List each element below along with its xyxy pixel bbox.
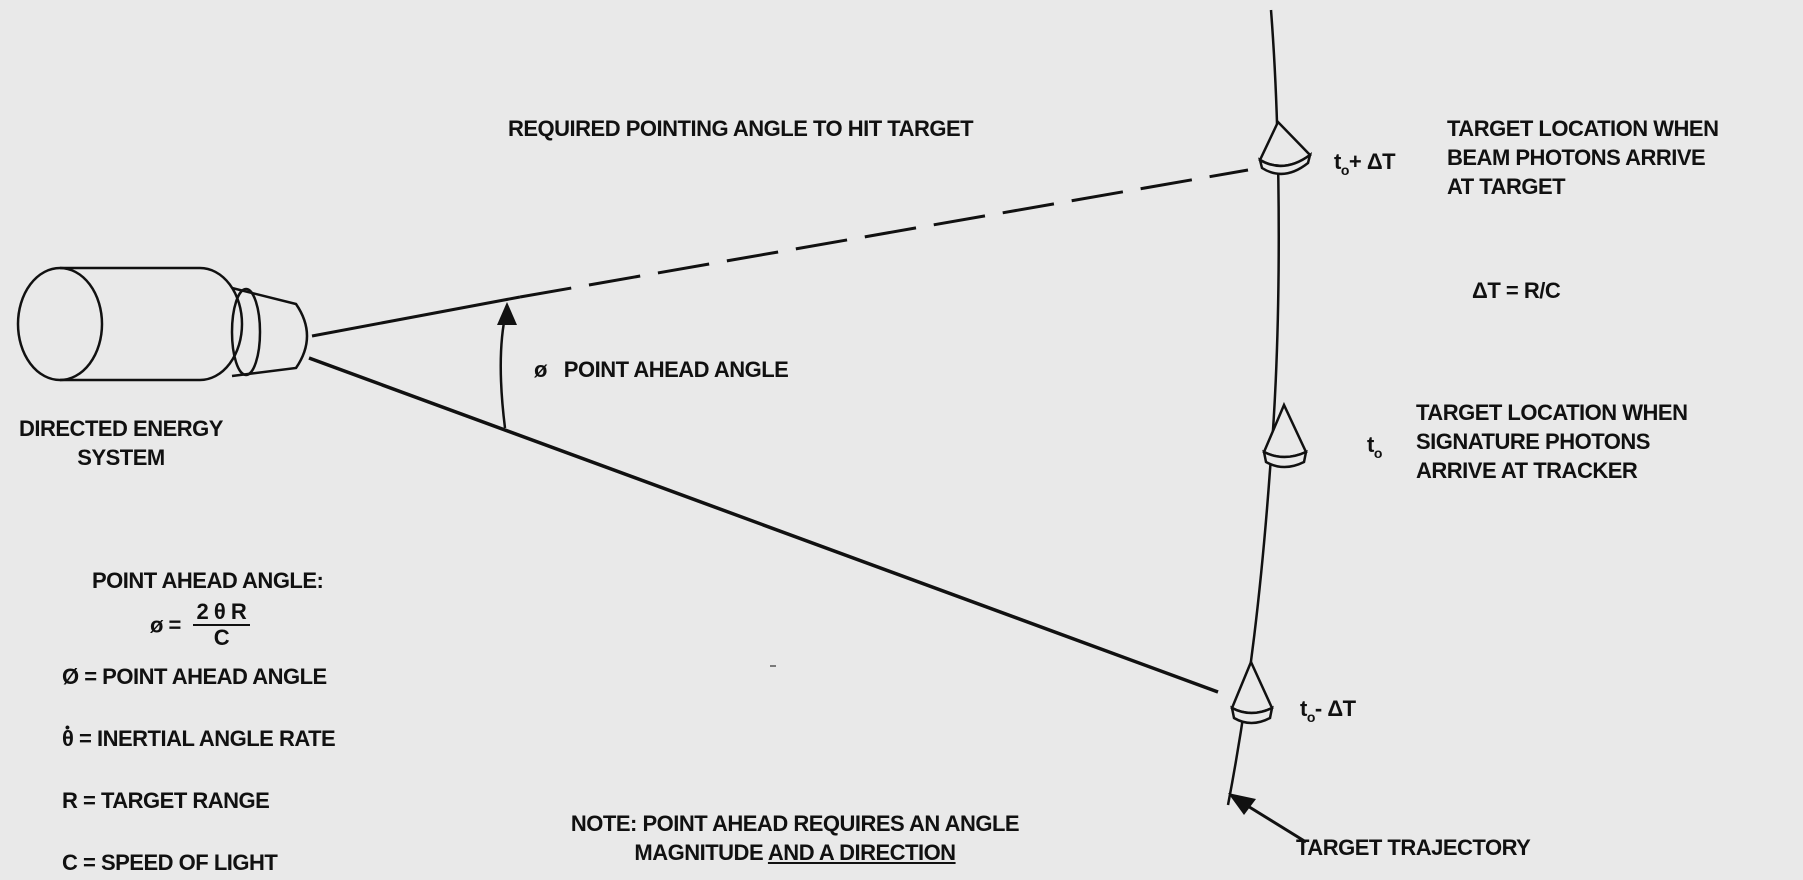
formula-fraction: 2 θ R C (192, 600, 251, 650)
delta-t-equation: ΔT = R/C (1472, 278, 1561, 303)
target-beam-line3: AT TARGET (1447, 174, 1566, 199)
note-magnitude: MAGNITUDE (634, 840, 764, 865)
time-future-sub: o (1340, 162, 1350, 178)
target-sig-line1: TARGET LOCATION WHEN (1416, 400, 1688, 425)
note-line2: MAGNITUDE AND A DIRECTION (510, 838, 1080, 867)
target-sig-line2: SIGNATURE PHOTONS (1416, 429, 1650, 454)
time-past-rest: - ΔT (1314, 696, 1356, 721)
legend-def-r: R = TARGET RANGE (62, 788, 270, 813)
legend-def-phi: Ø = POINT AHEAD ANGLE (62, 664, 327, 689)
target-signature-label: TARGET LOCATION WHEN SIGNATURE PHOTONS A… (1416, 398, 1688, 485)
target-past (1230, 658, 1274, 725)
formula-denominator: C (213, 625, 230, 650)
target-beam-label: TARGET LOCATION WHEN BEAM PHOTONS ARRIVE… (1447, 114, 1719, 201)
directed-energy-device (16, 266, 309, 382)
phi-symbol: ø (534, 357, 547, 382)
time-past-t: t (1300, 696, 1307, 721)
point-ahead-angle-row: ø POINT AHEAD ANGLE (534, 355, 789, 384)
required-angle-label: REQUIRED POINTING ANGLE TO HIT TARGET (508, 116, 974, 141)
point-ahead-angle-label: POINT AHEAD ANGLE (563, 357, 789, 382)
line-of-sight (308, 356, 1219, 694)
device-body (60, 266, 244, 382)
target-trajectory-label: TARGET TRAJECTORY (1296, 835, 1531, 860)
directed-energy-label: DIRECTED ENERGY SYSTEM (8, 414, 234, 472)
time-now-t: t (1367, 432, 1374, 457)
trajectory-pointer-arrowhead (1228, 793, 1256, 815)
device-nozzle-ring (230, 287, 262, 377)
note-block: NOTE: POINT AHEAD REQUIRES AN ANGLE MAGN… (510, 809, 1080, 867)
angle-arc-arrowhead (497, 302, 517, 325)
legend-formula: ø = 2 θ R C (150, 600, 251, 650)
formula-numerator: 2 θ R (192, 600, 251, 626)
target-now (1262, 401, 1308, 469)
formula-lhs: ø = (150, 612, 181, 638)
time-now-sub: o (1373, 445, 1383, 461)
pointing-line-dashed (519, 168, 1249, 299)
device-rear-cap (16, 266, 104, 382)
pointing-line-solid (311, 295, 521, 338)
time-past-label: to- ΔT (1300, 694, 1356, 726)
target-future (1258, 119, 1313, 176)
directed-energy-line2: SYSTEM (77, 445, 165, 470)
legend-heading: POINT AHEAD ANGLE: (92, 568, 324, 593)
target-beam-line1: TARGET LOCATION WHEN (1447, 116, 1719, 141)
directed-energy-line1: DIRECTED ENERGY (19, 416, 223, 441)
theta-definition: = INERTIAL ANGLE RATE (79, 726, 336, 751)
note-direction: AND A DIRECTION (767, 840, 956, 865)
note-line1: NOTE: POINT AHEAD REQUIRES AN ANGLE (570, 811, 1020, 836)
device-nozzle (231, 286, 309, 378)
time-future-rest: + ΔT (1348, 149, 1396, 174)
time-future-t: t (1334, 149, 1341, 174)
time-now-label: to (1367, 430, 1382, 462)
legend-def-c: C = SPEED OF LIGHT (62, 850, 278, 875)
legend-def-theta: θ = INERTIAL ANGLE RATE (62, 724, 336, 753)
angle-arc (499, 311, 508, 429)
time-past-sub: o (1306, 709, 1316, 725)
theta-dot-symbol: θ (62, 726, 74, 751)
target-sig-line3: ARRIVE AT TRACKER (1416, 458, 1638, 483)
target-beam-line2: BEAM PHOTONS ARRIVE (1447, 145, 1706, 170)
time-future-label: to+ ΔT (1334, 147, 1396, 179)
